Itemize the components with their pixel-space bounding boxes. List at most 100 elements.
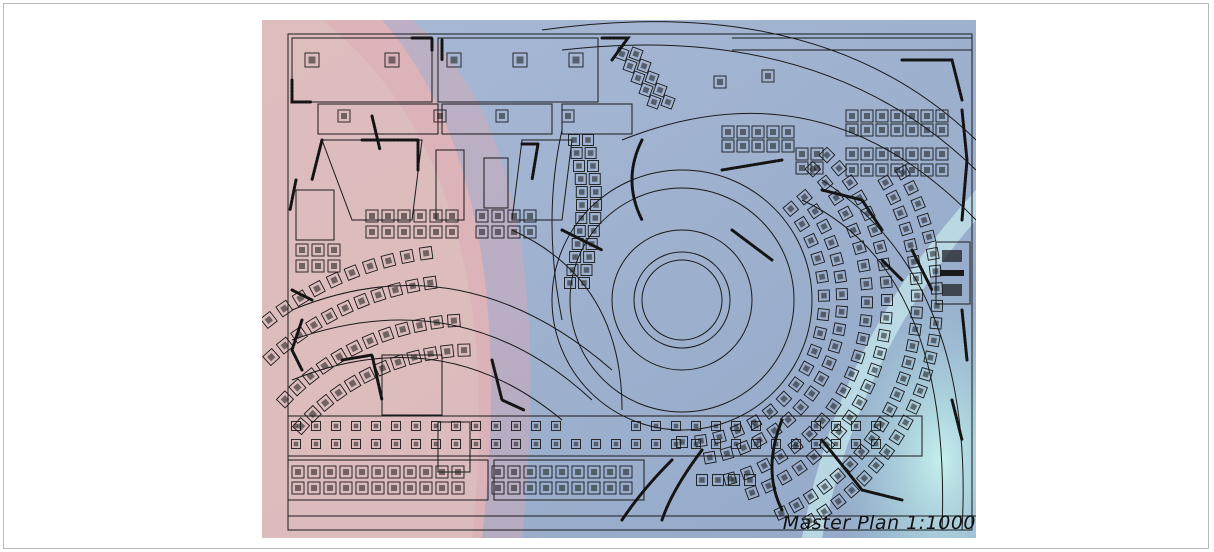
building-module bbox=[855, 331, 870, 346]
building-module bbox=[823, 234, 840, 251]
building-module bbox=[756, 457, 773, 474]
building-module bbox=[890, 109, 904, 123]
building-module bbox=[295, 243, 309, 257]
building-module bbox=[566, 264, 579, 276]
building-module bbox=[391, 439, 401, 449]
building-module bbox=[316, 393, 335, 412]
building-module bbox=[580, 264, 593, 276]
tree-line bbox=[600, 36, 631, 62]
building-module bbox=[832, 322, 847, 337]
building-module bbox=[419, 465, 433, 479]
building-module bbox=[872, 345, 888, 361]
building-module bbox=[812, 326, 828, 341]
building-module bbox=[920, 109, 934, 123]
building-module bbox=[377, 326, 395, 343]
tree-line bbox=[720, 158, 784, 172]
building-module bbox=[413, 209, 427, 223]
building-module bbox=[397, 209, 411, 223]
building-module bbox=[507, 481, 521, 495]
building-module bbox=[262, 347, 281, 367]
parcel bbox=[435, 149, 465, 221]
building-module bbox=[845, 123, 859, 137]
building-module bbox=[879, 311, 893, 325]
building-module bbox=[275, 336, 294, 355]
building-module bbox=[611, 439, 621, 449]
building-module bbox=[583, 251, 596, 263]
building-module bbox=[555, 481, 569, 495]
building-module bbox=[845, 109, 859, 123]
building-module bbox=[575, 212, 588, 224]
building-module bbox=[796, 188, 813, 206]
building-module bbox=[925, 246, 940, 261]
building-module bbox=[371, 465, 385, 479]
building-module bbox=[781, 125, 795, 139]
building-module bbox=[751, 125, 765, 139]
building-module bbox=[327, 243, 341, 257]
tree-line bbox=[620, 458, 674, 522]
building-module bbox=[766, 139, 780, 153]
building-module bbox=[926, 333, 941, 348]
building-module bbox=[451, 421, 461, 431]
building-module bbox=[371, 421, 381, 431]
building-module bbox=[816, 218, 833, 235]
tree-line bbox=[290, 78, 314, 104]
building-module bbox=[587, 225, 600, 237]
building-module bbox=[719, 446, 735, 461]
building-module bbox=[712, 474, 724, 486]
building-module bbox=[711, 421, 721, 431]
building-module bbox=[411, 317, 428, 333]
building-module bbox=[671, 439, 681, 449]
building-module bbox=[912, 383, 928, 399]
tree-line bbox=[960, 308, 969, 362]
building-module bbox=[875, 109, 889, 123]
tree-line bbox=[820, 188, 884, 232]
tree-lines bbox=[288, 36, 969, 522]
building-module bbox=[405, 278, 421, 294]
building-module bbox=[491, 465, 505, 479]
building-module bbox=[691, 439, 701, 449]
building-module bbox=[507, 465, 521, 479]
building-module bbox=[721, 125, 735, 139]
parcel bbox=[437, 421, 471, 473]
building-module bbox=[761, 403, 779, 420]
building-module bbox=[307, 465, 321, 479]
building-module bbox=[751, 439, 761, 449]
ring-road bbox=[569, 187, 795, 413]
building-module bbox=[920, 123, 934, 137]
building-module bbox=[551, 421, 561, 431]
building-module bbox=[935, 147, 949, 161]
building-module bbox=[837, 205, 854, 222]
building-module bbox=[507, 209, 521, 223]
building-module bbox=[361, 332, 379, 350]
building-module bbox=[835, 287, 849, 301]
building-module bbox=[863, 430, 881, 447]
building-module bbox=[573, 225, 586, 237]
building-module bbox=[792, 398, 810, 416]
building-module bbox=[523, 465, 537, 479]
building-module bbox=[929, 316, 943, 330]
building-module bbox=[491, 225, 505, 239]
building-module bbox=[889, 386, 906, 403]
building-module bbox=[355, 465, 369, 479]
building-module bbox=[816, 308, 830, 322]
parcel bbox=[483, 157, 509, 209]
building-module bbox=[856, 258, 871, 273]
building-module bbox=[860, 123, 874, 137]
building-module bbox=[852, 240, 867, 256]
building-module bbox=[827, 338, 843, 354]
building-module bbox=[810, 147, 824, 161]
building-module bbox=[791, 459, 808, 477]
building-module bbox=[275, 390, 295, 409]
building-module bbox=[805, 448, 823, 466]
building-module bbox=[320, 307, 339, 325]
building-module bbox=[791, 439, 801, 449]
building-module bbox=[851, 421, 861, 431]
building-module bbox=[841, 409, 859, 426]
pink-band-edge bbox=[322, 20, 531, 538]
tree-line bbox=[520, 142, 540, 182]
building-module bbox=[875, 163, 889, 177]
building-module bbox=[772, 448, 789, 465]
building-module bbox=[582, 134, 594, 146]
bottom-block bbox=[287, 459, 489, 501]
building-module bbox=[859, 378, 876, 395]
